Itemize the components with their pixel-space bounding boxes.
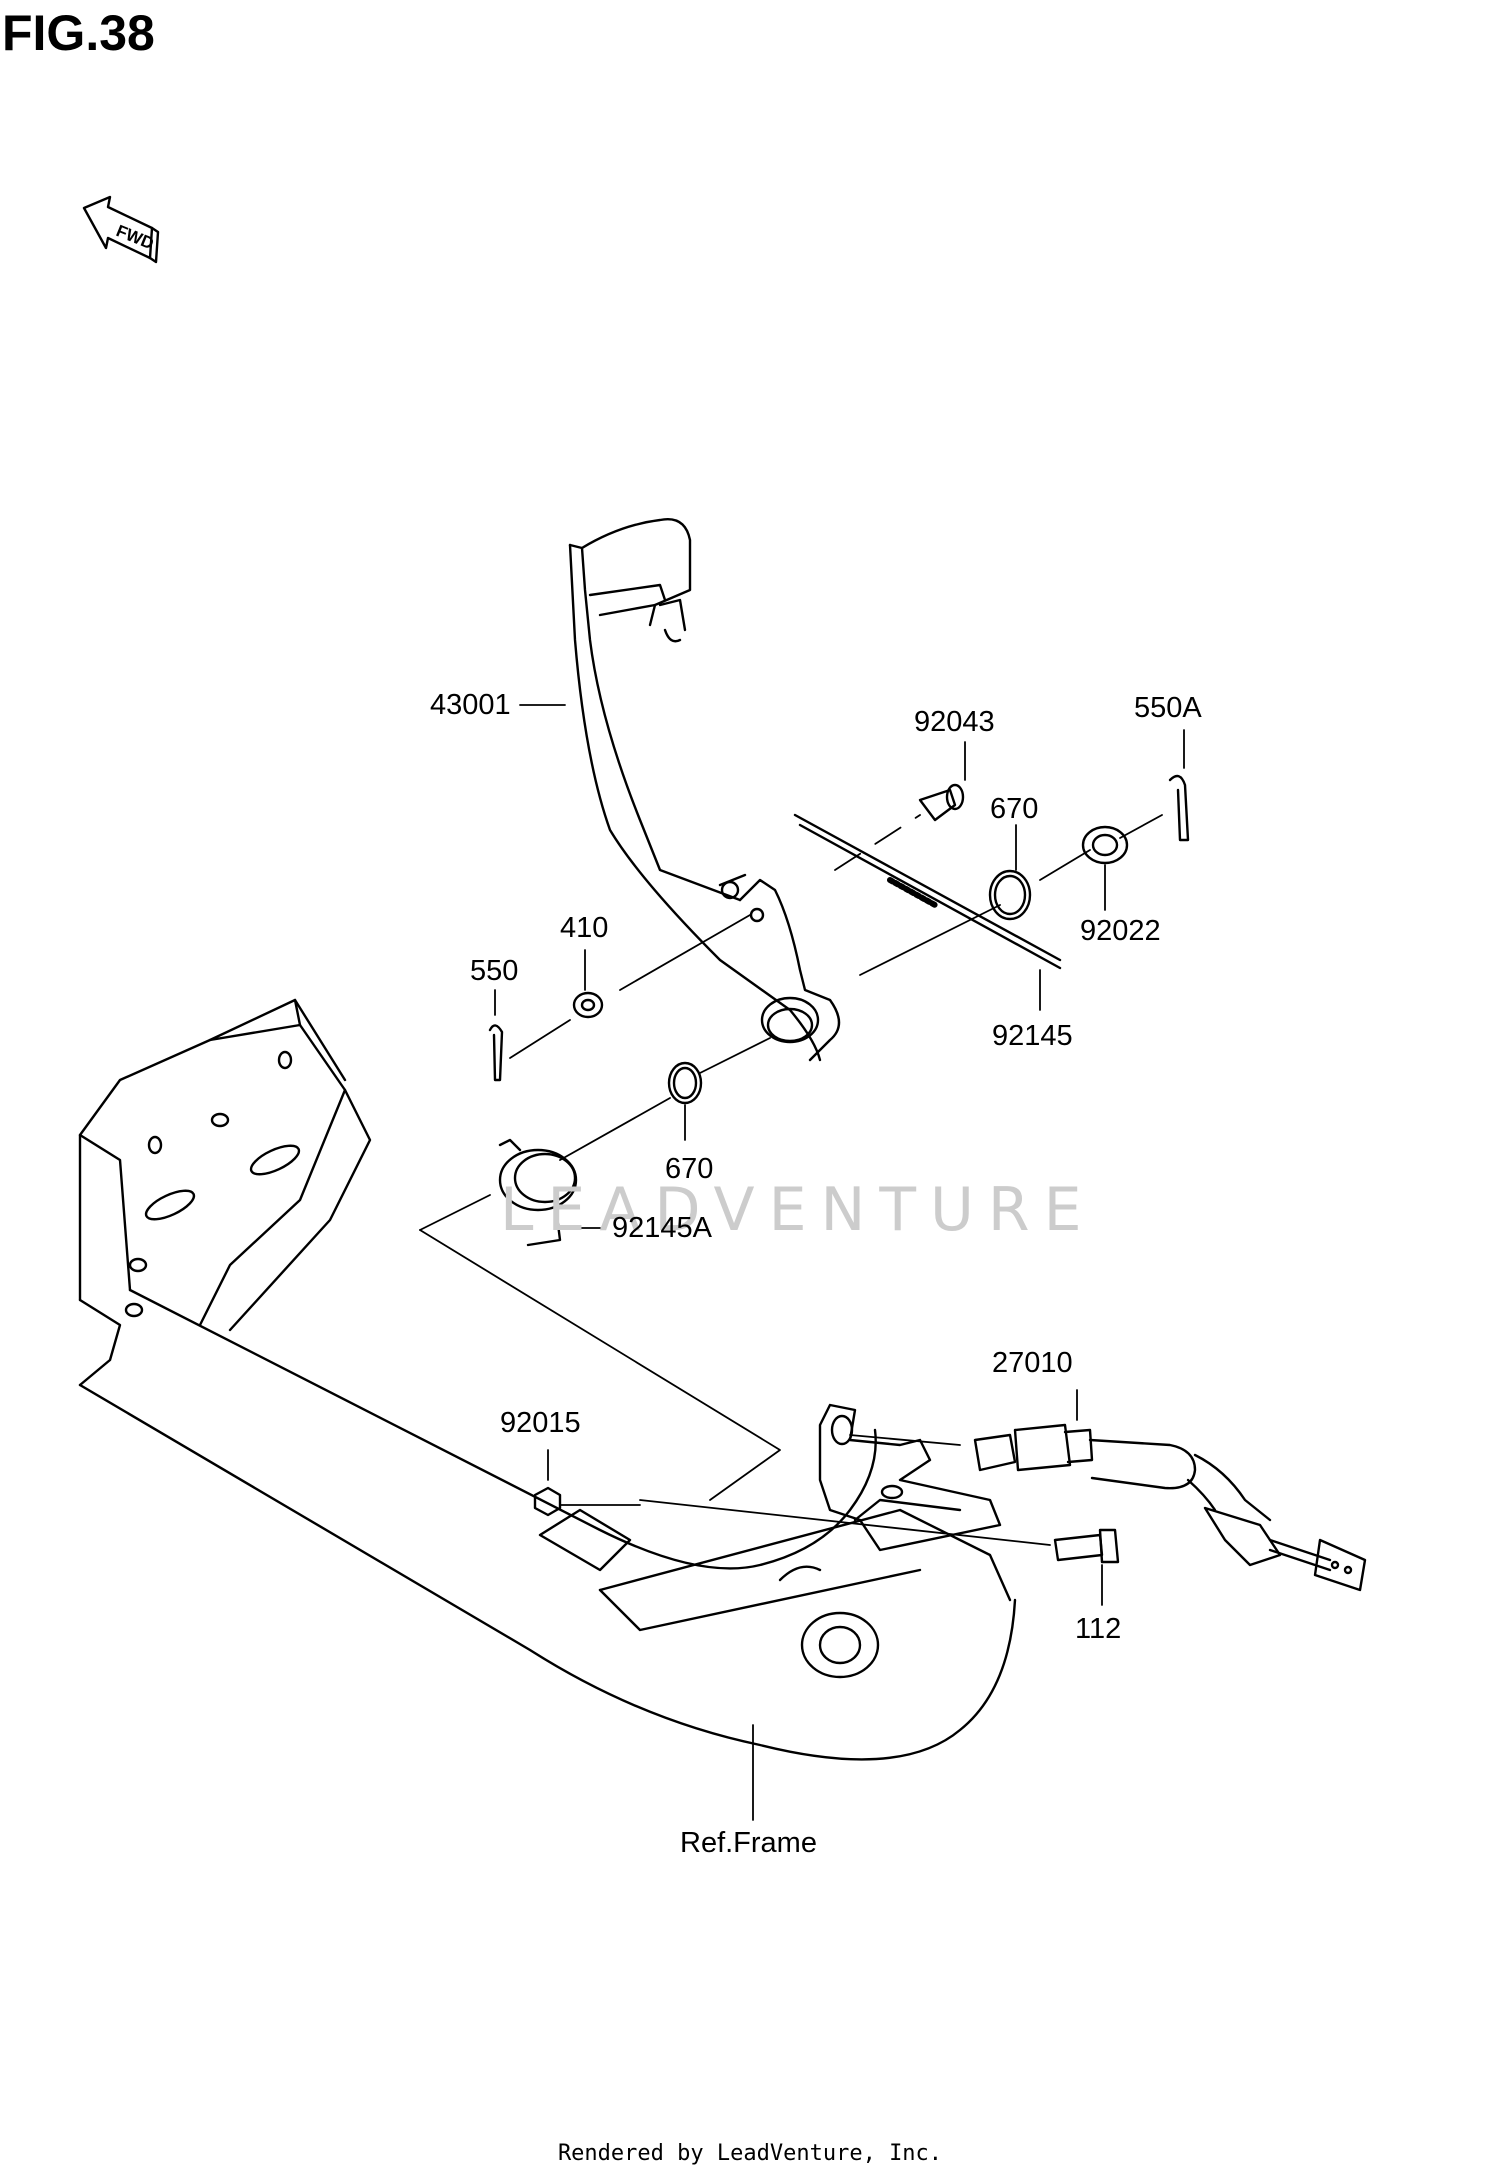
- label-550a: 550A: [1134, 692, 1202, 724]
- fwd-arrow-icon: FWD: [82, 195, 160, 264]
- cotter-pin-550a-drawing: [1168, 774, 1190, 842]
- label-92043: 92043: [914, 706, 995, 738]
- spring-92145-drawing: [793, 813, 1062, 970]
- label-670-upper: 670: [990, 793, 1038, 825]
- brake-pedal-drawing: [568, 518, 841, 1062]
- watermark: LEADVENTURE: [500, 1175, 1096, 1245]
- label-92145a: 92145A: [612, 1212, 713, 1244]
- pin-92043-drawing: [918, 783, 965, 822]
- label-27010: 27010: [992, 1347, 1073, 1379]
- bolt-112-drawing: [1053, 1528, 1120, 1564]
- cotter-pin-550-drawing: [488, 1024, 504, 1082]
- oring-670-lower-drawing: [667, 1061, 703, 1105]
- label-43001: 43001: [430, 689, 511, 721]
- figure-title: FIG.38: [2, 5, 155, 61]
- washer-92022-drawing: [1081, 825, 1129, 865]
- leader-lines: [419, 704, 1185, 1821]
- nut-92015-drawing: [533, 1486, 562, 1517]
- label-112: 112: [1075, 1613, 1121, 1645]
- part-labels: 43001 92043 550A 670 92022 410 550 92145…: [430, 689, 1202, 1859]
- label-92015: 92015: [500, 1407, 581, 1439]
- switch-bracket-drawing: [818, 1403, 1002, 1552]
- label-92145: 92145: [992, 1020, 1073, 1052]
- footer-credit: Rendered by LeadVenture, Inc.: [557, 2141, 943, 2166]
- washer-410-drawing: [572, 991, 604, 1019]
- spring-92145a-drawing: [498, 1138, 578, 1247]
- label-ref-frame: Ref.Frame: [680, 1827, 817, 1859]
- oring-670-upper-drawing: [988, 869, 1032, 921]
- ref-frame-drawing: [78, 998, 1017, 1761]
- label-550: 550: [470, 955, 518, 987]
- brake-switch-27010-drawing: [973, 1423, 1367, 1592]
- label-670-lower: 670: [665, 1153, 713, 1185]
- label-410: 410: [560, 912, 608, 944]
- label-92022: 92022: [1080, 915, 1161, 947]
